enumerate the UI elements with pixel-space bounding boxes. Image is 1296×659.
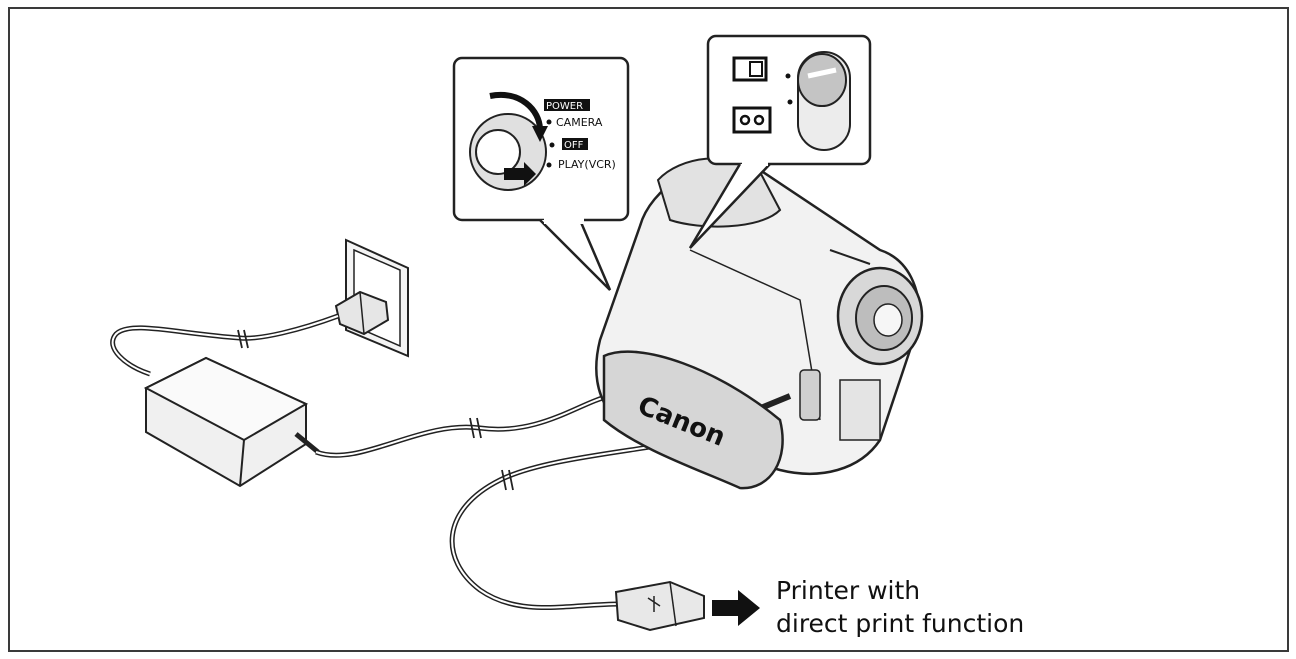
- printer-caption: Printer with direct print function: [776, 574, 1024, 640]
- dial-label-off: OFF: [564, 140, 584, 151]
- caption-line-2: direct print function: [776, 609, 1025, 638]
- dial-label-play: PLAY(VCR): [558, 158, 616, 171]
- power-plug: [334, 290, 390, 336]
- hand-strap: Canon: [602, 350, 784, 490]
- dial-label-camera: CAMERA: [556, 116, 603, 129]
- power-dial-callout: POWER CAMERA OFF PLAY(VCR): [452, 56, 630, 291]
- media-switch-knob: [797, 51, 851, 151]
- media-switch-callout: [688, 34, 872, 249]
- caption-line-1: Printer with: [776, 576, 921, 605]
- usb-plug: [614, 580, 705, 632]
- dc-cord: [315, 393, 611, 458]
- ac-power-cord: [110, 313, 339, 377]
- tape-cassette-icon: [732, 106, 772, 134]
- arrow-to-printer-icon: [712, 590, 760, 626]
- cord-break-mark: [237, 329, 249, 349]
- diagram-frame: [8, 7, 1289, 652]
- memory-card-icon: [732, 56, 768, 82]
- dial-label-power: POWER: [546, 101, 583, 112]
- compact-power-adapter: [143, 356, 320, 488]
